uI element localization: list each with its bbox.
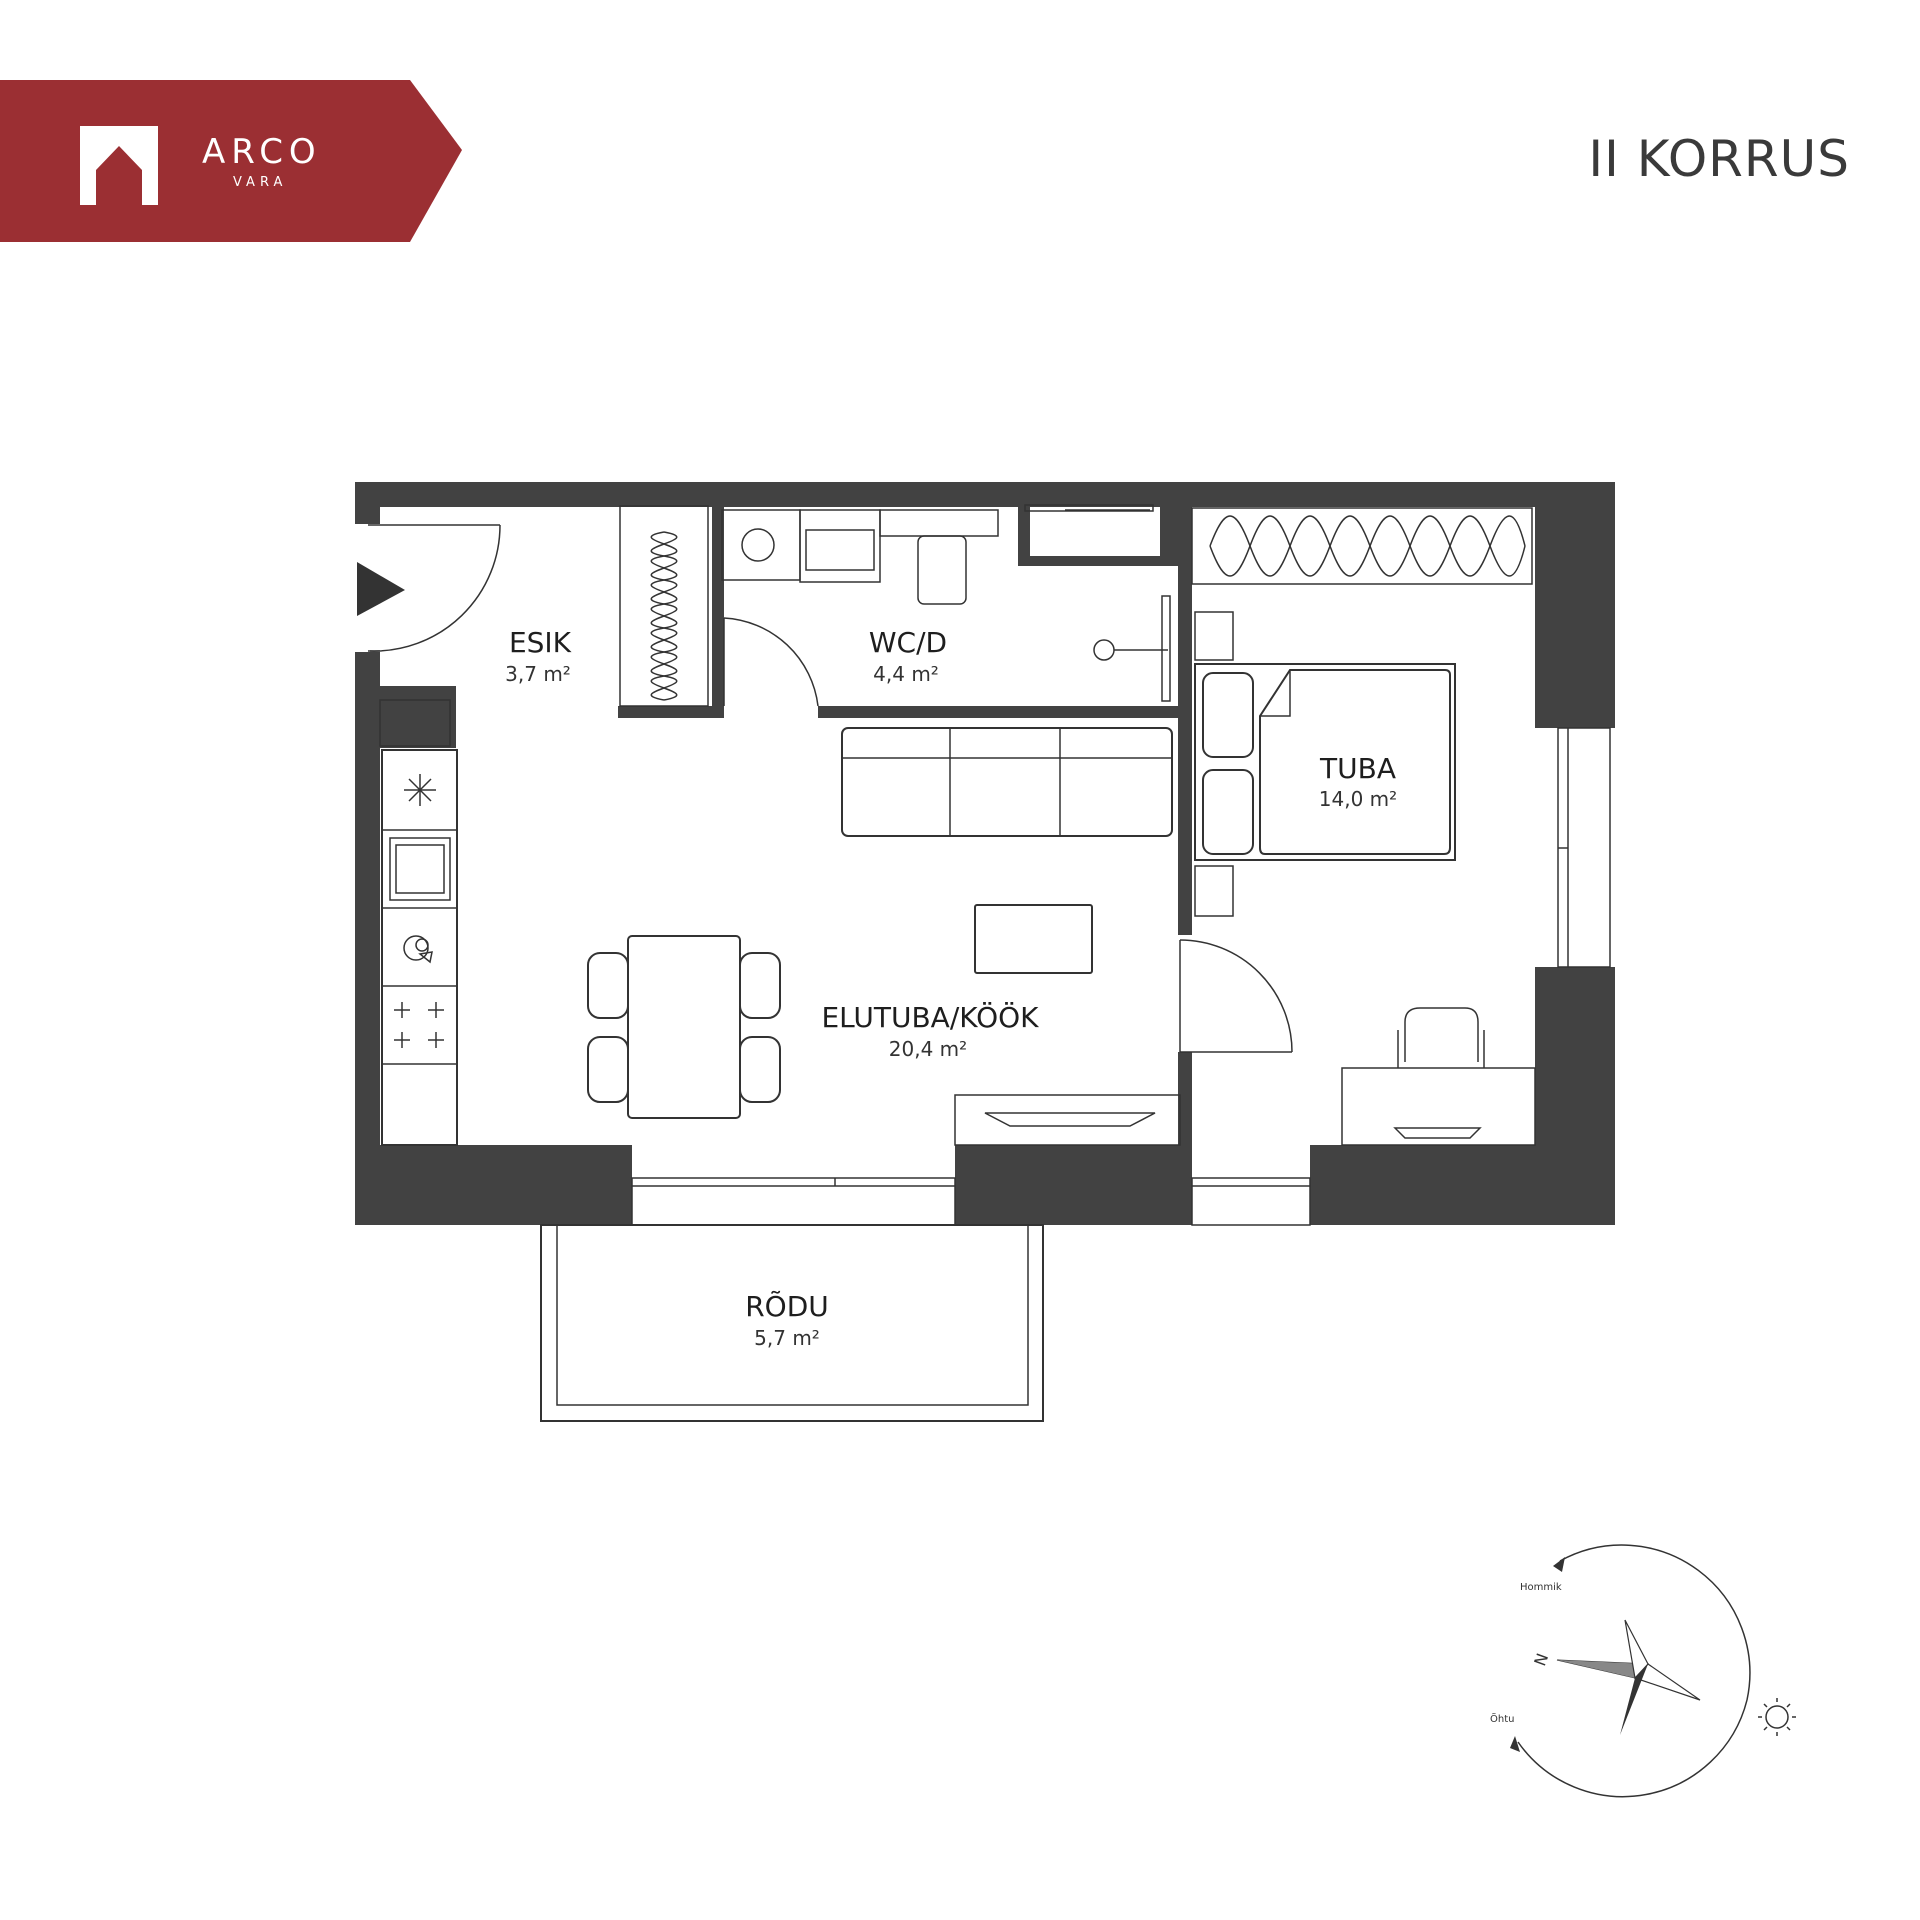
washing-machine: [721, 509, 801, 581]
room-area-esik: 3,7 m²: [505, 662, 571, 686]
room-name-elutuba: ELUTUBA/KÖÖK: [821, 1000, 1039, 1034]
kitchen-counter: [379, 699, 458, 1146]
compass-evening: Õhtu: [1490, 1712, 1514, 1725]
windows: [631, 504, 1611, 1226]
stove-icon: [394, 1002, 444, 1048]
bedroom-door: [1179, 939, 1293, 1053]
entrance-arrow-icon: [357, 562, 405, 616]
sun-icon: [1758, 1698, 1796, 1736]
shower: [1065, 509, 1171, 702]
nightstand: [1194, 865, 1234, 917]
brand-name: ARCO: [202, 132, 322, 172]
room-area-elutuba: 20,4 m²: [889, 1037, 967, 1061]
wc-door: [723, 617, 819, 707]
toilet: [879, 509, 999, 605]
entrance-door: [368, 524, 501, 652]
radiator: [619, 505, 709, 707]
room-name-esik: ESIK: [509, 626, 572, 659]
tv-stand: [954, 1094, 1181, 1146]
bedroom-radiator: [1191, 507, 1533, 585]
room-name-wc: WC/D: [869, 626, 947, 659]
snowflake-icon: [404, 774, 436, 806]
compass-morning: Hommik: [1520, 1582, 1562, 1593]
nightstand: [1194, 611, 1234, 661]
chair: [1397, 1007, 1485, 1068]
compass: Hommik Õhtu N: [1490, 1544, 1796, 1798]
balcony: [540, 1224, 1044, 1422]
room-area-tuba: 14,0 m²: [1319, 787, 1397, 811]
sofa: [841, 727, 1173, 837]
dishwasher-icon: [403, 935, 433, 964]
compass-north: N: [1530, 1651, 1552, 1669]
room-name-rodu: RÕDU: [745, 1289, 829, 1323]
house-logo-icon: [80, 126, 158, 205]
room-area-wc: 4,4 m²: [873, 662, 939, 686]
wc-sink: [799, 509, 881, 583]
room-name-tuba: TUBA: [1319, 752, 1396, 785]
dining-table: [587, 935, 781, 1119]
banner-shape: [0, 80, 462, 242]
brand-sub: VARA: [233, 175, 287, 190]
walls: [355, 482, 1615, 1225]
room-area-rodu: 5,7 m²: [754, 1326, 820, 1350]
bed: [1194, 663, 1456, 861]
coffee-table: [974, 904, 1093, 974]
compass-star-icon: [1556, 1619, 1701, 1735]
floor-label: II KORRUS: [1588, 130, 1850, 188]
desk: [1341, 1067, 1536, 1146]
brand-banner: ARCO VARA: [0, 80, 462, 242]
